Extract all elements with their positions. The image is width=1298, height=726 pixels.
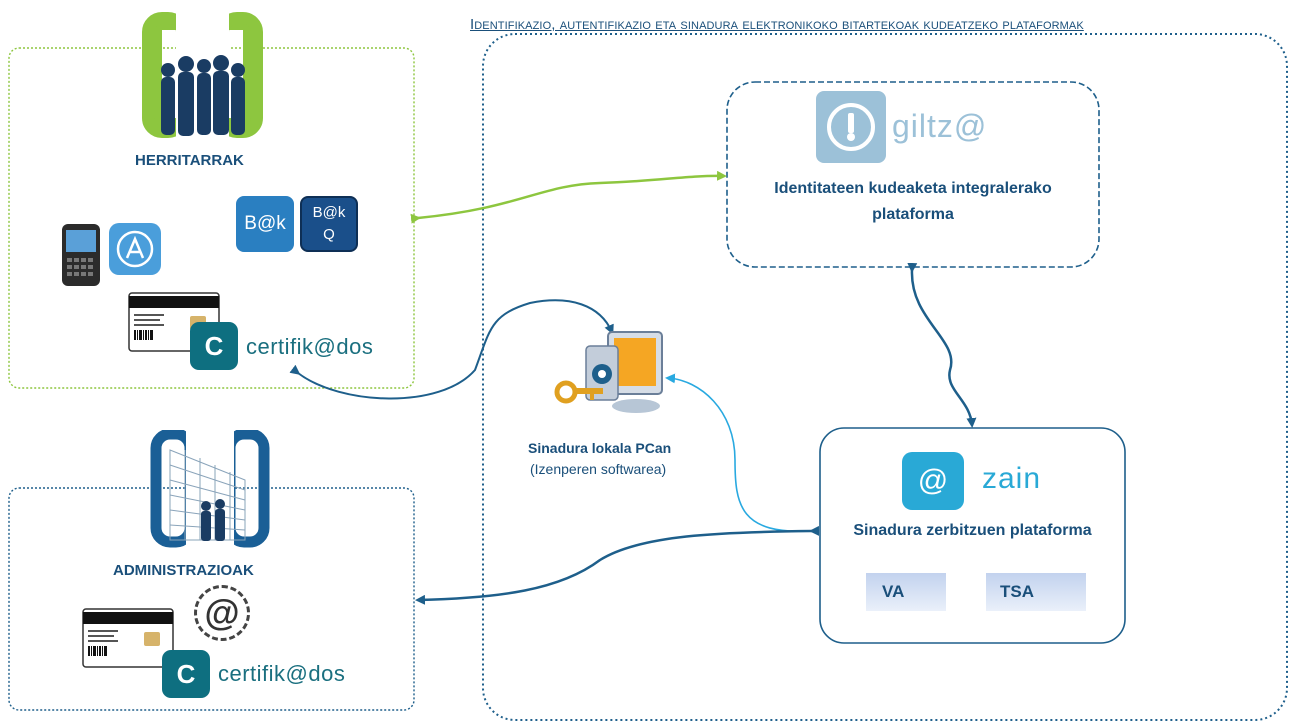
- app-store-icon: [109, 223, 161, 275]
- giltza-desc-line1: Identitateen kudeaketa integralerako: [774, 180, 1052, 197]
- computer-key-icon: [554, 331, 663, 413]
- giltza-icon: [816, 91, 886, 163]
- zain-icon-symbol: @: [917, 464, 949, 497]
- chip-tsa-label: TSA: [1000, 582, 1034, 601]
- giltza-desc-line2: plataforma: [872, 206, 954, 223]
- zain-icon: @: [902, 452, 964, 510]
- mobile-phone-icon: [62, 224, 100, 286]
- chip-va: VA: [866, 573, 946, 611]
- admin-certifikados-icon: C: [162, 650, 210, 698]
- at-stamp-text: @: [204, 592, 240, 633]
- arrow-giltza-zain: [907, 262, 977, 428]
- bak-logo-text: B@k: [244, 213, 286, 234]
- bak-logo: B@k: [236, 196, 294, 252]
- at-stamp-icon: @: [194, 585, 250, 641]
- bakq-logo-top: B@k: [312, 204, 346, 221]
- pcan-title: Sinadura lokala PCan: [528, 440, 672, 456]
- citizens-certifikados-text: certifik@dos: [246, 334, 374, 359]
- admin-label: ADMINISTRAZIOAK: [113, 562, 254, 579]
- zain-logo-text: zain: [982, 462, 1042, 495]
- bakq-logo-bottom: Q: [323, 226, 335, 243]
- building-people-icon: [150, 430, 270, 548]
- zain-desc: Sinadura zerbitzuen plataforma: [853, 522, 1092, 539]
- bakq-logo: B@k Q: [300, 196, 358, 252]
- giltza-logo-text: giltz@: [892, 108, 988, 144]
- admin-certifikados-icon-letter: C: [176, 659, 196, 689]
- platforms-title: Identifikazio, autentifikazio eta sinadu…: [470, 16, 1298, 33]
- arrow-citizens-giltza: [410, 170, 727, 224]
- citizens-label: HERRITARRAK: [135, 152, 244, 169]
- platforms-container: [482, 33, 1288, 721]
- admin-id-card-icon: [82, 608, 174, 668]
- zain-box: [819, 427, 1126, 644]
- arrow-zain-pcan: [665, 373, 813, 533]
- certifikados-icon: C: [190, 322, 238, 370]
- giltza-box: [726, 81, 1100, 268]
- pcan-subtitle: (Izenperen softwarea): [530, 461, 667, 477]
- people-icon: [142, 8, 263, 148]
- arrow-zain-admin: [415, 525, 820, 605]
- chip-tsa: TSA: [986, 573, 1086, 611]
- arrow-citizens-pcan: [289, 299, 614, 400]
- admin-certifikados-text: certifik@dos: [218, 661, 346, 686]
- chip-va-label: VA: [882, 582, 905, 601]
- keyhole-icon: [827, 103, 875, 151]
- certifikados-icon-letter: C: [204, 331, 224, 361]
- platforms-title-text: Identifikazio, autentifikazio eta sinadu…: [470, 16, 1084, 33]
